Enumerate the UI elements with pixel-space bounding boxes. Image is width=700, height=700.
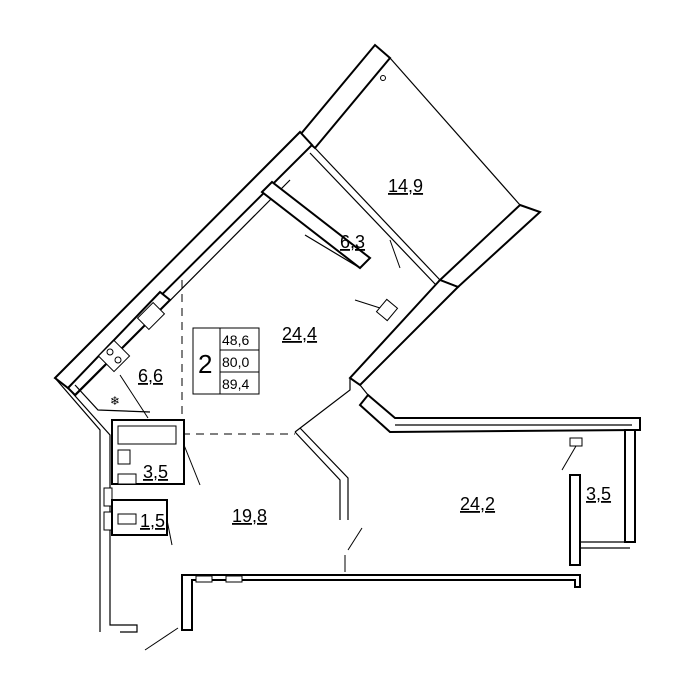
rooms-count: 2 [198,349,212,379]
label-bedroom: 24,2 [460,494,495,514]
exterior-wall-west [54,377,138,633]
bedroom-north-wall [358,393,641,434]
exterior-wall-south [144,574,581,651]
label-balcony-right: 3,5 [586,484,611,504]
fridge-icon: ❄ [110,394,120,408]
exterior-wall-northwest [53,130,314,397]
label-living-room: 24,4 [282,324,317,344]
total-area-with-balconies-value: 89,4 [222,376,249,392]
label-toilet: 1,5 [140,511,165,531]
hall-partition [294,427,363,572]
loggia-inner-wall [260,180,401,322]
summary-block: 2 48,6 80,0 89,4 [192,327,260,395]
label-bathroom: 3,5 [143,462,168,482]
balcony-right [561,429,636,566]
balcony-large [298,43,542,289]
label-kitchen: 6,6 [138,366,163,386]
kitchen-fixtures: ❄ [74,301,166,419]
living-area-value: 48,6 [222,332,249,348]
label-hall: 19,8 [232,506,267,526]
total-area-value: 80,0 [222,354,249,370]
bathroom-block [111,419,201,546]
label-balcony-large: 14,9 [388,176,423,196]
label-loggia-small: 6,3 [340,232,365,252]
